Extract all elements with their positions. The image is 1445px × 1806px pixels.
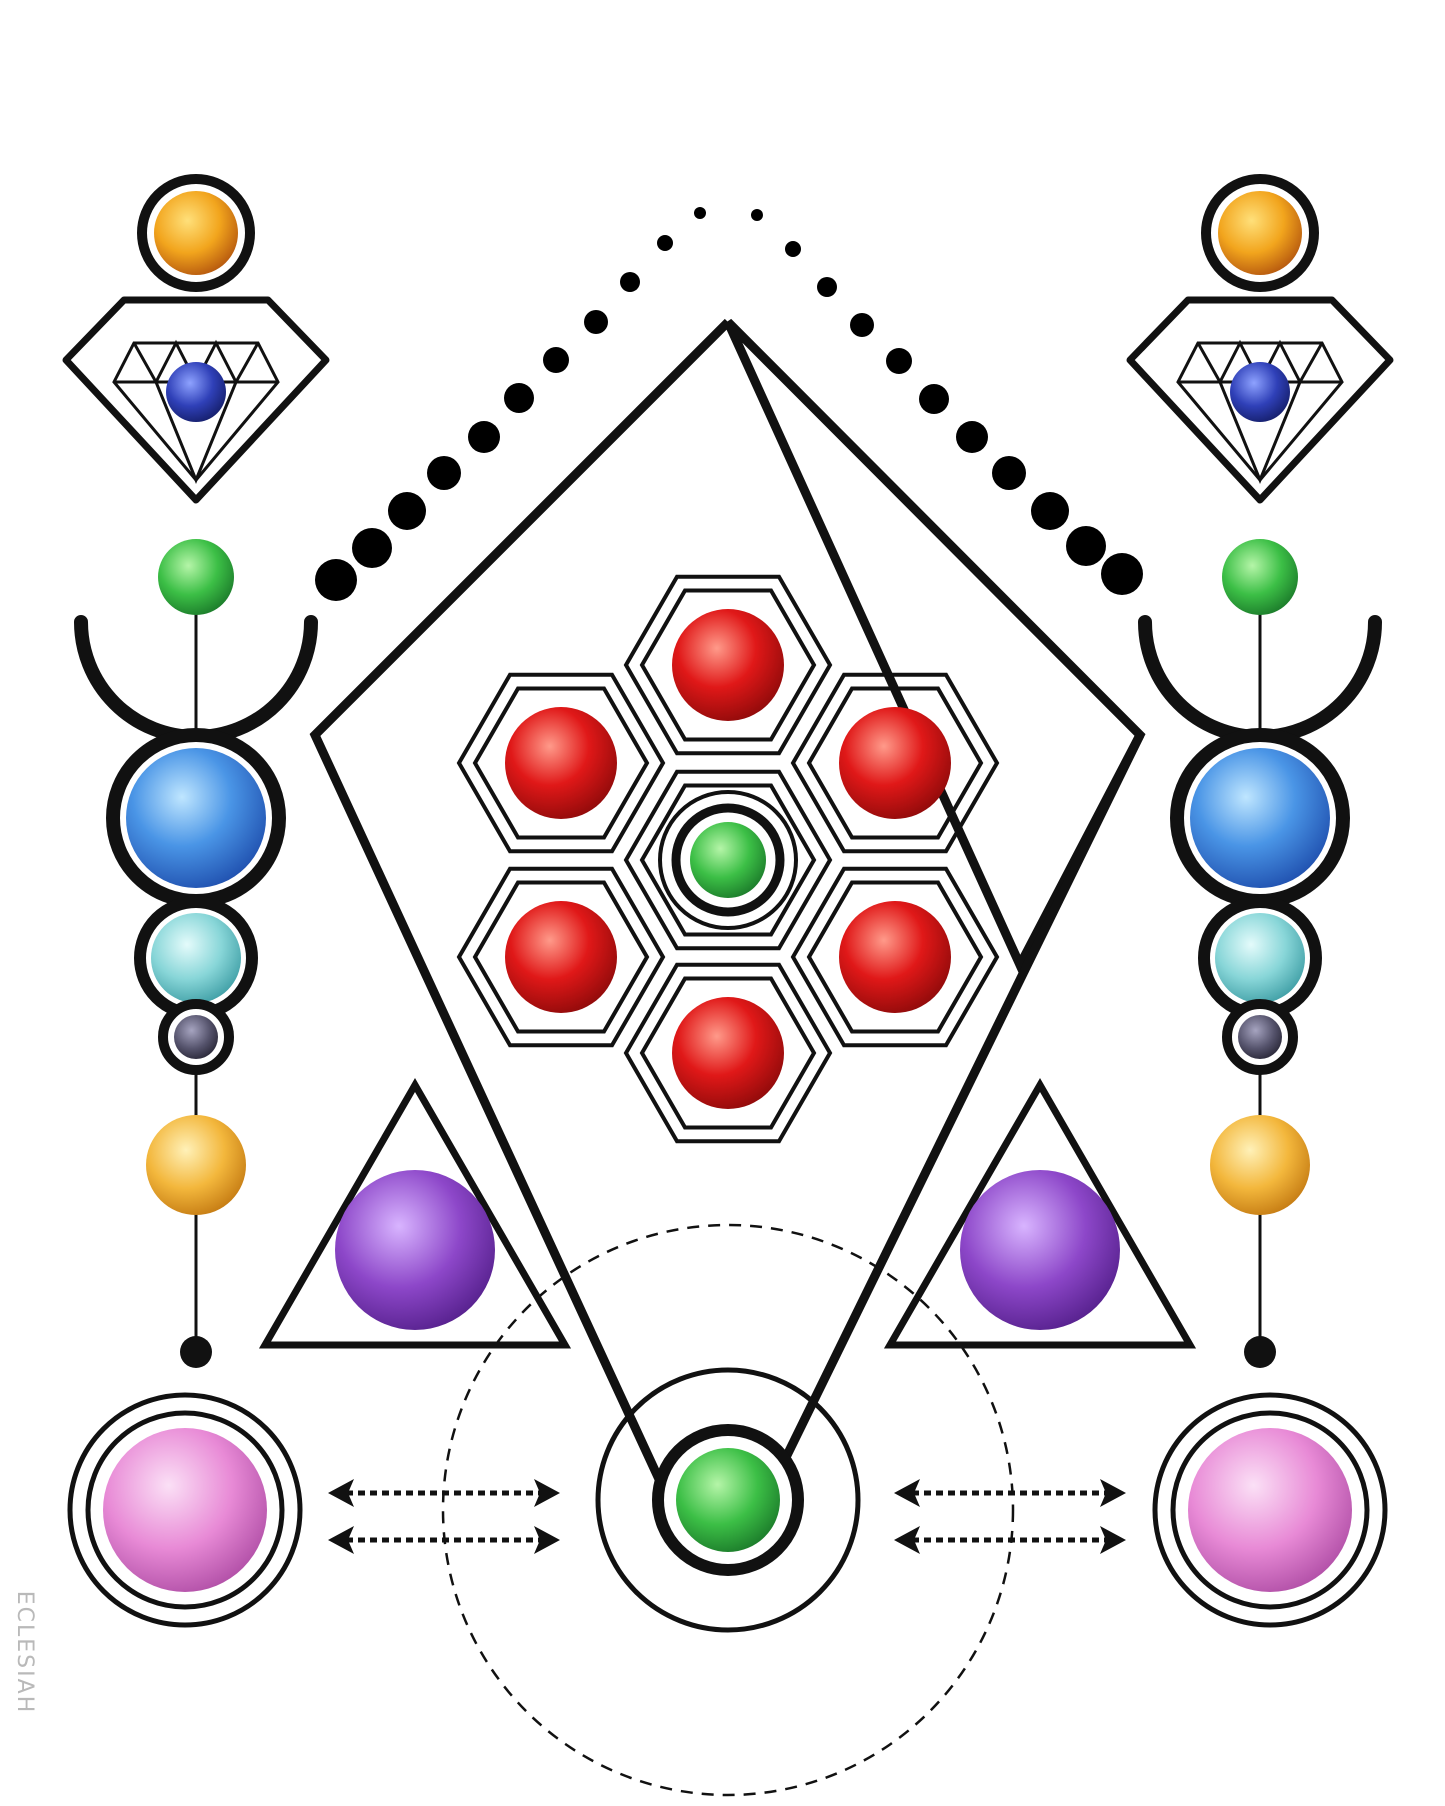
end-dot-icon [1244,1336,1276,1368]
right-gem-column [1126,174,1394,1368]
double-arrow-icon-right [894,1479,1126,1554]
hexagon-icon [790,672,1000,854]
ruby-gem [839,707,951,819]
center-hexagon [623,769,833,951]
dotted-arc-icon [315,207,1143,601]
amethyst-gem-right [960,1170,1120,1330]
left-gem-column [62,174,330,1368]
amethyst-gem-left [335,1170,495,1330]
hexagon-icon [623,962,833,1144]
dashed-circle-icon [441,1223,1015,1797]
aquamarine-gem [151,913,241,1003]
diamond-outline-icon [62,296,330,504]
end-dot-icon [180,1336,212,1368]
sapphire-gem [166,362,226,422]
blue-topaz-gem [1190,748,1330,888]
diamond-outline-icon [1126,296,1394,504]
citrine-gem [146,1115,246,1215]
hexagon-icon [456,866,666,1048]
central-kite-outline [309,318,1146,1492]
hexagon-icon [623,574,833,756]
amber-gem [1218,191,1302,275]
emerald-gem [1222,539,1298,615]
pink-gem-left [67,1392,303,1628]
left-triangle-icon [258,1077,572,1349]
ruby-gem [672,609,784,721]
emerald-gem [158,539,234,615]
aquamarine-gem [1215,913,1305,1003]
ruby-gem [672,997,784,1109]
blue-topaz-gem [126,748,266,888]
artist-signature: ECLESIAH [12,1590,38,1714]
double-arrow-icon-left [328,1479,560,1554]
pink-gem-right [1152,1392,1388,1628]
amber-gem [154,191,238,275]
sapphire-gem [1230,362,1290,422]
right-triangle-icon [883,1077,1197,1349]
emerald-gem [690,822,766,898]
hexagon-cluster [456,574,1000,1144]
onyx-gem [1238,1015,1282,1059]
ruby-gem [505,707,617,819]
ruby-gem [839,901,951,1013]
ruby-gem [505,901,617,1013]
hexagon-icon [456,672,666,854]
bottom-center-emerald [595,1367,861,1633]
hexagon-icon [790,866,1000,1048]
citrine-gem [1210,1115,1310,1215]
onyx-gem [174,1015,218,1059]
